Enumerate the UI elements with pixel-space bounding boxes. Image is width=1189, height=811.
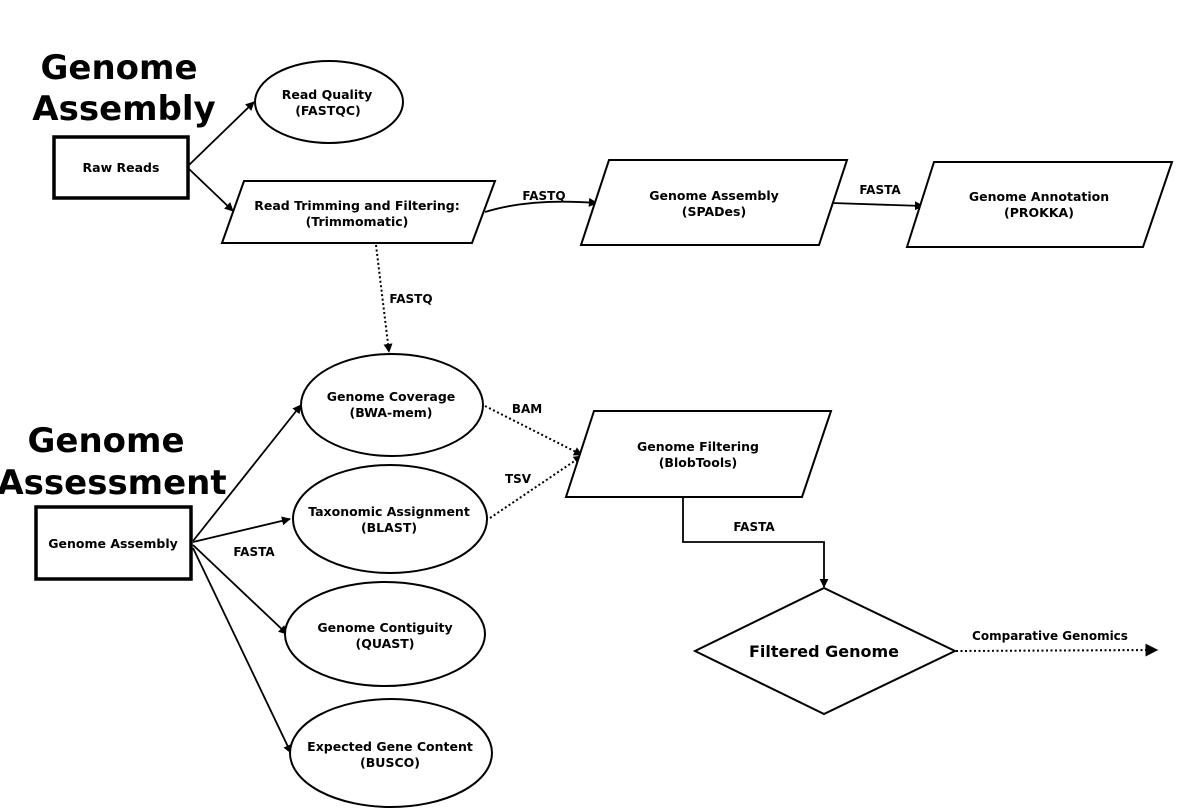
filtered-genome-node: Filtered Genome	[692, 586, 958, 716]
edge-raw-to-trimming	[188, 168, 234, 212]
genome-contiguity-title: Genome Contiguity	[317, 620, 452, 635]
genome-contiguity-node: Genome Contiguity (QUAST)	[284, 581, 486, 687]
read-quality-node: Read Quality (FASTQC)	[254, 60, 404, 144]
edge-assembly-to-busco	[192, 547, 292, 754]
edge-coverage-to-filtering	[484, 405, 583, 456]
read-quality-tool: (FASTQC)	[295, 103, 361, 118]
edge-trimming-to-coverage	[375, 244, 393, 353]
label-comparative-genomics: Comparative Genomics	[972, 629, 1128, 643]
edge-raw-to-quality	[188, 101, 255, 166]
edge-assembly-to-contiguity	[192, 544, 288, 635]
label-assembly-to-assessment: FASTA	[233, 545, 275, 559]
label-trim-to-assembly: FASTQ	[522, 189, 565, 203]
expected-gene-content-tool: (BUSCO)	[360, 755, 420, 770]
genome-annotation-title: Genome Annotation	[969, 189, 1109, 204]
genome-annotation-node: Genome Annotation (PROKKA)	[905, 161, 1174, 248]
label-assembly-to-annotation: FASTA	[859, 183, 901, 197]
edge-trimming-to-assembly	[484, 197, 598, 213]
genome-coverage-title: Genome Coverage	[327, 389, 456, 404]
genome-assembly-spades-title: Genome Assembly	[649, 188, 779, 203]
read-quality-title: Read Quality	[282, 87, 373, 102]
assessment-title-line1: Genome	[27, 421, 184, 461]
genome-assessment-section-title: Genome Assessment	[0, 421, 227, 503]
read-trimming-tool: (Trimmomatic)	[306, 214, 409, 229]
edge-assembly-to-taxonomy	[192, 516, 291, 543]
genome-coverage-node: Genome Coverage (BWA-mem)	[300, 353, 484, 457]
read-trimming-title: Read Trimming and Filtering:	[254, 198, 459, 213]
edge-assembly-to-annotation	[831, 201, 924, 211]
raw-reads-label: Raw Reads	[83, 160, 160, 175]
genome-contiguity-tool: (QUAST)	[355, 636, 414, 651]
edge-filtered-to-comparative	[955, 643, 1159, 657]
edge-filtering-to-filtered	[682, 497, 829, 588]
genome-assembly-input-label: Genome Assembly	[48, 536, 178, 551]
taxonomic-assignment-title: Taxonomic Assignment	[308, 504, 470, 519]
label-taxonomy-to-filtering: TSV	[505, 472, 532, 486]
label-trim-to-coverage: FASTQ	[389, 292, 432, 306]
assembly-title-line2: Assembly	[32, 89, 215, 129]
expected-gene-content-title: Expected Gene Content	[307, 739, 473, 754]
raw-reads-node: Raw Reads	[52, 135, 190, 200]
genome-coverage-tool: (BWA-mem)	[350, 405, 433, 420]
taxonomic-assignment-node: Taxonomic Assignment (BLAST)	[292, 464, 488, 574]
genome-filtering-tool: (BlobTools)	[659, 455, 738, 470]
genome-assembly-section-title: Genome Assembly	[32, 48, 215, 129]
assembly-title-line1: Genome	[40, 48, 197, 88]
edge-labels: FASTQ FASTA FASTQ FASTA BAM TSV FASTA Co…	[233, 183, 1128, 643]
label-filtering-to-filtered: FASTA	[733, 520, 775, 534]
label-coverage-to-filtering: BAM	[512, 402, 542, 416]
genome-assembly-spades-tool: (SPADes)	[682, 204, 746, 219]
genome-filtering-title: Genome Filtering	[637, 439, 759, 454]
read-trimming-node: Read Trimming and Filtering: (Trimmomati…	[220, 180, 497, 244]
filtered-genome-label: Filtered Genome	[749, 642, 899, 661]
genome-annotation-tool: (PROKKA)	[1004, 205, 1074, 220]
edges	[188, 101, 1159, 754]
edge-assembly-to-coverage	[192, 404, 302, 542]
genome-assembly-spades-node: Genome Assembly (SPADes)	[579, 159, 849, 246]
edge-taxonomy-to-filtering	[489, 455, 583, 519]
expected-gene-content-node: Expected Gene Content (BUSCO)	[289, 698, 493, 808]
genome-assembly-input-node: Genome Assembly	[34, 505, 193, 581]
taxonomic-assignment-tool: (BLAST)	[361, 520, 417, 535]
assessment-title-line2: Assessment	[0, 463, 227, 503]
genome-filtering-node: Genome Filtering (BlobTools)	[564, 410, 833, 498]
